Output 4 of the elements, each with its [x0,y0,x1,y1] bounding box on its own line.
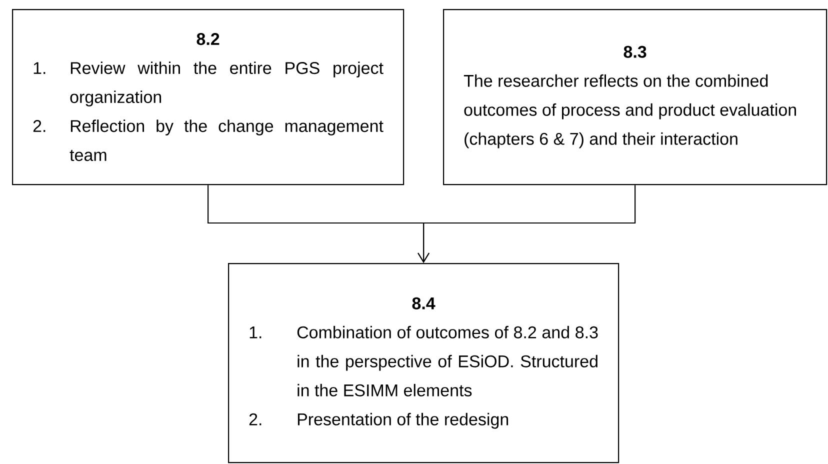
process-box: 8.4 1. Combination of outcomes of 8.2 and 8.3 in the perspective of ESiOD. Structured in the ESIMM elements 2. Presentation of the redesign [228,263,620,464]
process-box: 8.2 1. Review within the entire PGS project organization 2. Reflection by the change management team [12,9,404,186]
process-box: 8.3 The researcher reflects on the combined outcomes of process and product evaluation (chapters 6 & 7) and their interaction [443,9,828,186]
connector-arrow [418,185,636,263]
